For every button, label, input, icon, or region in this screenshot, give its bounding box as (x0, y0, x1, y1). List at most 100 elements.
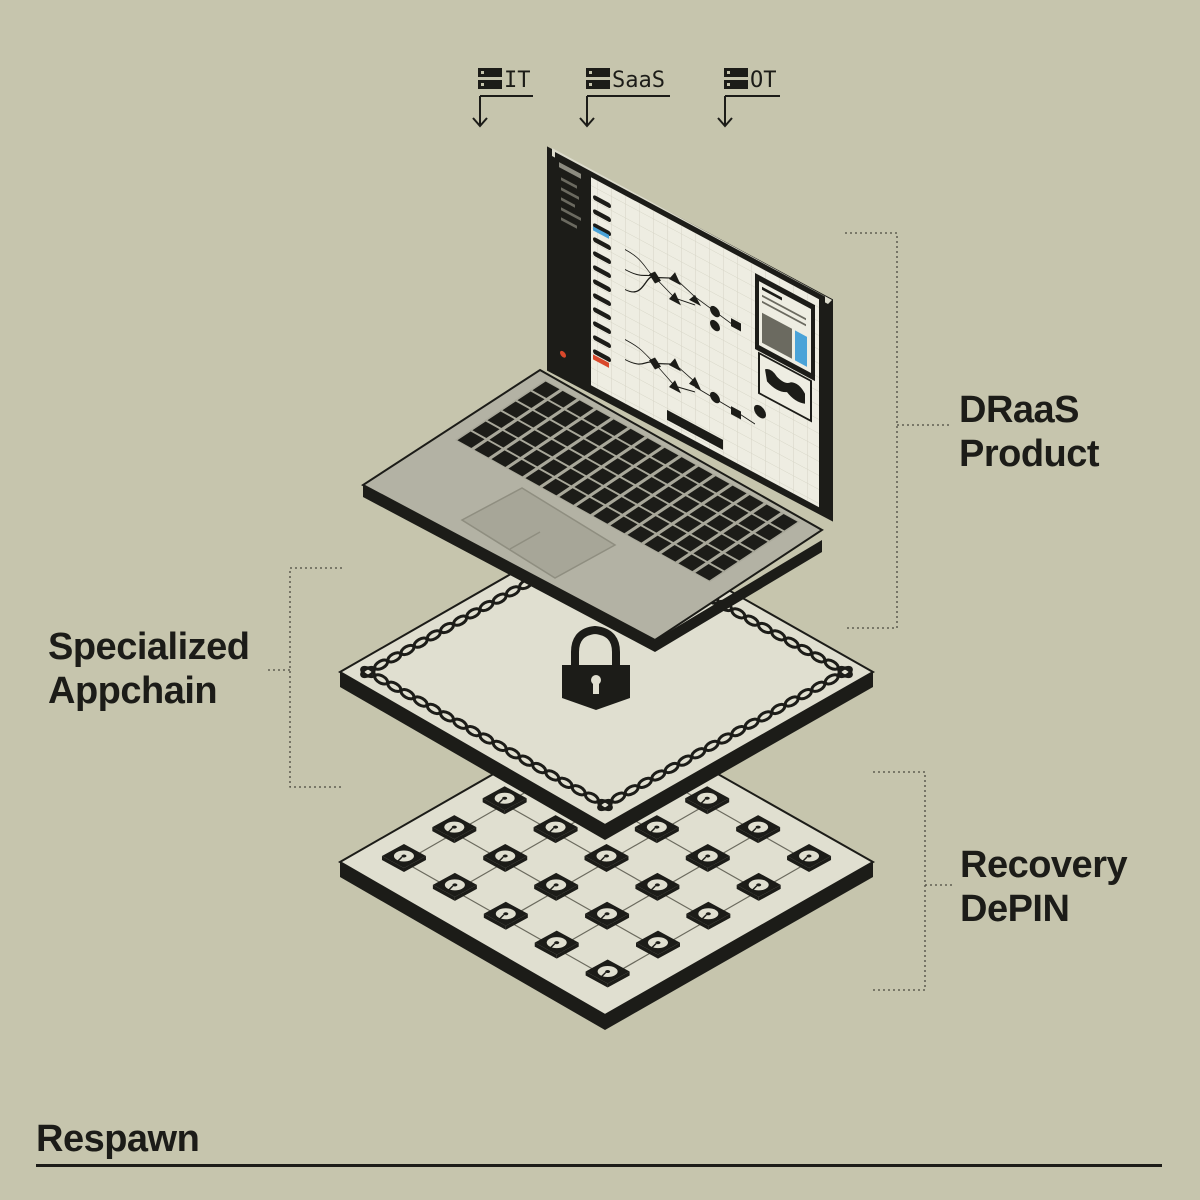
keyboard-key (540, 459, 568, 476)
keyboard-key (608, 497, 636, 514)
keyboard-key (642, 516, 670, 533)
keyboard-key (600, 419, 628, 436)
brand-logo: Respawn (36, 1118, 200, 1160)
flow-node (593, 237, 611, 250)
keyboard-key (640, 496, 668, 514)
keyboard-key (508, 459, 536, 477)
keyboard-key (723, 524, 751, 542)
hard-drive-icon (634, 815, 679, 844)
keyboard-key (670, 476, 698, 494)
flow-node (593, 195, 611, 208)
keyboard-key (710, 553, 738, 571)
keyboard-key (706, 515, 734, 532)
keyboard-key (719, 485, 747, 503)
keyboard-key (591, 487, 619, 505)
padlock-icon (562, 625, 630, 710)
hard-drive-icon (635, 872, 680, 901)
keyboard-key (702, 476, 730, 493)
hard-drive-icon (381, 844, 426, 872)
keyboard-key (602, 438, 630, 456)
keyboard-key (676, 535, 704, 552)
keyboard-key (738, 514, 766, 532)
keyboard-key (708, 534, 736, 552)
keyboard-key (736, 495, 764, 512)
keyboard-key (523, 449, 551, 467)
source-label-saas: SaaS (612, 68, 665, 93)
keyboard-key (672, 496, 700, 513)
keyboard-key (519, 410, 547, 428)
hard-drive-icon (432, 815, 477, 844)
keyboard-key (570, 439, 598, 456)
keyboard-key (553, 429, 581, 447)
keyboard-key (549, 390, 577, 408)
keyboard-key (491, 450, 519, 467)
hard-drive-icon (686, 901, 731, 930)
keyboard-key (555, 449, 583, 466)
keyboard-key (587, 448, 615, 466)
depin-plate (337, 708, 876, 1030)
keyboard-key (457, 431, 485, 449)
keyboard-key (566, 400, 594, 417)
keyboard-key (585, 429, 613, 446)
keyboard (457, 381, 798, 581)
hard-drive-icon (534, 872, 579, 901)
keyboard-key (532, 381, 560, 399)
flow-node (593, 293, 611, 306)
server-icon (724, 68, 748, 89)
label-specialized-appchain: Specialized Appchain (48, 625, 250, 713)
keyboard-key (583, 409, 611, 427)
flow-node (593, 209, 611, 222)
keyboard-key (668, 457, 696, 474)
keyboard-key (593, 507, 621, 524)
keyboard-key (487, 411, 515, 429)
label-line: Recovery (960, 844, 1128, 886)
keyboard-key (502, 401, 530, 419)
keyboard-key (559, 488, 587, 505)
keyboard-key (576, 497, 604, 515)
laptop (361, 146, 833, 652)
keyboard-key (678, 554, 706, 572)
keyboard-key (517, 391, 545, 409)
source-label-it: IT (504, 68, 531, 93)
keyboard-key (693, 544, 721, 562)
keyboard-key (653, 467, 681, 484)
keyboard-key (489, 430, 517, 448)
server-icon (586, 68, 610, 89)
source-label-ot: OT (750, 68, 777, 93)
keyboard-key (538, 439, 566, 457)
keyboard-key (638, 477, 666, 494)
keyboard-key (589, 468, 617, 485)
keyboard-key (617, 428, 645, 446)
footer-rule (36, 1164, 1162, 1167)
keyboard-key (770, 513, 798, 531)
keyboard-key (574, 478, 602, 495)
brackets (268, 232, 955, 991)
hard-drive-icon (483, 844, 528, 872)
keyboard-key (657, 506, 685, 523)
label-draas-product: DRaaS Product (959, 388, 1100, 476)
keyboard-key (704, 495, 732, 513)
hard-drive-icon (685, 844, 730, 872)
keyboard-key (721, 505, 749, 522)
keyboard-key (651, 447, 679, 465)
hard-drive-icon (584, 844, 629, 872)
flow-node (593, 321, 611, 334)
flow-node (593, 349, 611, 362)
keyboard-key (687, 486, 715, 503)
flow-node (593, 265, 611, 278)
hard-drive-icon (482, 786, 527, 815)
keyboard-key (685, 466, 713, 484)
keyboard-key (636, 457, 664, 475)
keyboard-key (474, 440, 502, 458)
app-sidebar (559, 162, 581, 358)
keyboard-key (506, 440, 534, 457)
keyboard-key (551, 410, 579, 427)
hard-drive-icon (432, 872, 477, 901)
chain-link (360, 665, 376, 679)
keyboard-key (674, 515, 702, 533)
keyboard-key (644, 535, 672, 553)
hard-drive-icon (736, 815, 781, 844)
flow-node (593, 335, 611, 348)
keyboard-key (619, 448, 647, 465)
